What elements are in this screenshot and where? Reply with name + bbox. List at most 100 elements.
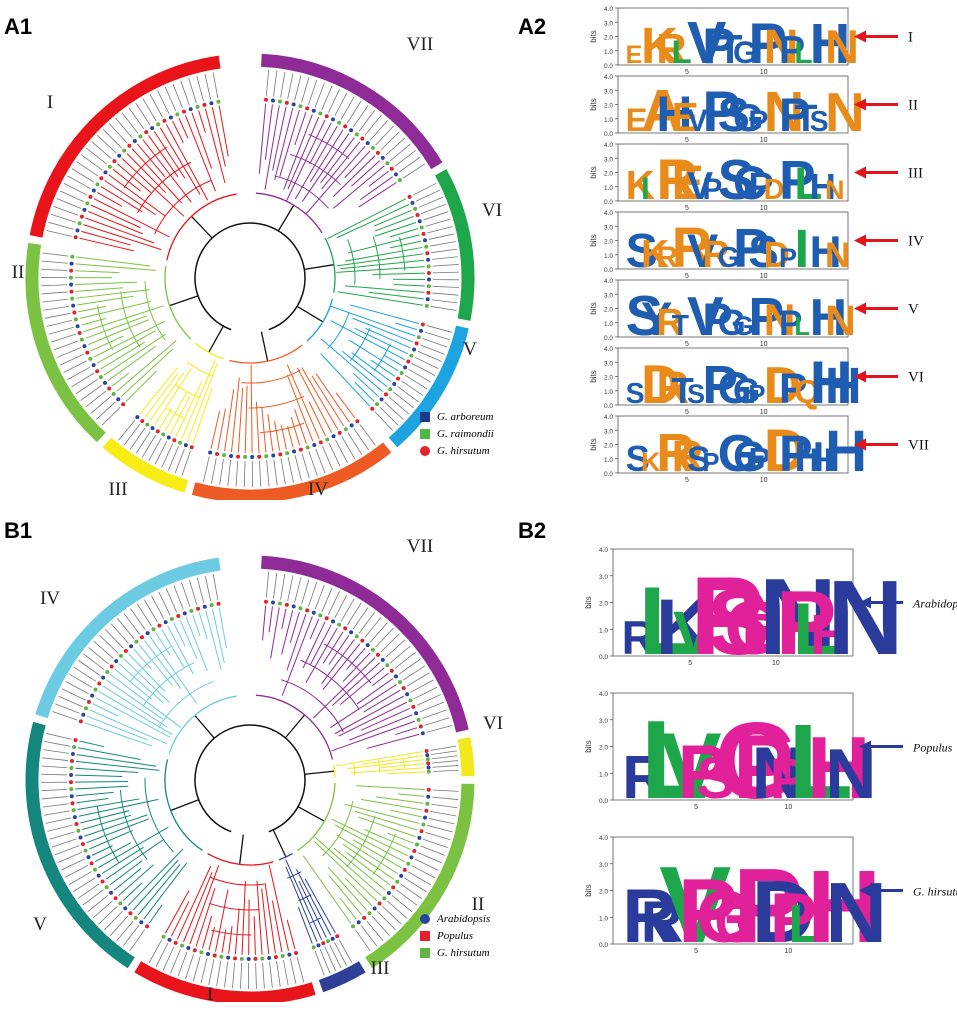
logo-letter: S	[626, 438, 650, 479]
logo-letter: K	[641, 233, 669, 276]
y-tick: 1.0	[599, 771, 608, 778]
logo-letter: N	[764, 296, 796, 345]
logo-letter: R	[672, 432, 704, 481]
y-tick: 2.0	[599, 601, 608, 608]
logo-letter: P	[702, 449, 719, 477]
logo-letter: T	[672, 370, 694, 411]
y-tick: 4.0	[604, 414, 613, 421]
clade-v: V	[25, 721, 203, 969]
y-tick: 3.0	[604, 428, 613, 435]
legend-label: Arabidopsis	[437, 912, 491, 925]
clade-ring-iii	[318, 961, 366, 993]
y-tick: 2.0	[604, 239, 613, 246]
clade-ii: II	[12, 242, 199, 443]
y-tick: 1.0	[604, 321, 613, 328]
logo-letter: G	[715, 700, 799, 821]
legend-label: G. arboreum	[437, 410, 494, 423]
logo-letter: D	[764, 234, 790, 275]
y-tick: 1.0	[604, 253, 613, 260]
panel-label-a1: A1	[4, 14, 33, 39]
logo-letter: P	[733, 717, 794, 818]
logo-row-label: G. hirsutum	[913, 885, 957, 899]
y-tick: 0.0	[604, 267, 613, 274]
logo-letter: P	[779, 304, 802, 343]
y-tick: 3.0	[604, 88, 613, 95]
y-tick: 4.0	[604, 74, 613, 81]
logo-letter: R	[622, 743, 666, 812]
logo-letter: G	[733, 35, 757, 70]
y-axis-label: bits	[590, 30, 598, 42]
logo-letter: P	[733, 847, 803, 965]
logo-letter: Q	[794, 374, 820, 411]
logo-letter: L	[794, 313, 810, 341]
legend-item: Arabidopsis	[420, 910, 490, 927]
logo-row-label: IV	[908, 234, 924, 250]
logo-letter: N	[825, 20, 859, 73]
logo-letter: L	[641, 698, 709, 822]
legend-label: G. raimondii	[437, 427, 494, 440]
logo-letter: P	[776, 573, 837, 674]
clade-label: III	[109, 479, 128, 500]
logo-row-label: Populus	[912, 741, 953, 755]
x-tick: 5	[694, 948, 698, 955]
clade-label: IV	[40, 588, 60, 609]
clade-vi: VI	[304, 169, 502, 321]
logo-letter: P	[779, 365, 808, 413]
logo-letter: P	[779, 29, 805, 72]
logo-letter: G	[733, 97, 763, 140]
logo-letter: R	[656, 241, 678, 274]
logo-letter: V	[673, 599, 714, 668]
x-tick: 5	[685, 69, 689, 76]
clade-ring-vii	[261, 53, 443, 170]
clade-ring-iii	[102, 437, 189, 493]
logo-letter: A	[641, 77, 684, 144]
x-tick: 5	[685, 205, 689, 212]
legend-swatch	[420, 428, 430, 439]
logo-letter: V	[687, 224, 719, 277]
clade-label: V	[33, 914, 47, 935]
logo-letter: I	[794, 220, 809, 279]
clade-ring-i	[29, 55, 221, 238]
logo-letter: P	[733, 217, 770, 279]
x-tick: 10	[772, 660, 780, 667]
logo-letter: L	[793, 587, 838, 670]
x-tick: 10	[760, 205, 768, 212]
clade-label: VI	[483, 713, 503, 734]
legend-swatch	[420, 930, 430, 941]
legend-item: Populus	[420, 927, 490, 944]
x-tick: 10	[760, 137, 768, 144]
logo-letter: P	[678, 861, 739, 962]
logo-letter: T	[672, 310, 690, 342]
y-tick: 3.0	[599, 718, 608, 725]
logo-letter: H	[810, 442, 833, 478]
legend-label: G. hirsutum	[437, 946, 490, 959]
logo-letter: S	[718, 148, 756, 211]
x-tick: 5	[685, 273, 689, 280]
logo-letter: H	[656, 86, 692, 142]
logo-letter: S	[626, 284, 664, 347]
y-tick: 2.0	[604, 443, 613, 450]
clade-vii: VII	[255, 34, 443, 234]
legend-swatch	[420, 411, 430, 422]
legend-label: Populus	[437, 929, 474, 942]
logo-letter: H	[810, 289, 848, 347]
logo-letter: L	[794, 37, 812, 70]
logo-letter: Y	[641, 292, 672, 345]
panel-label-a2: A2	[518, 14, 547, 39]
legend-swatch	[420, 947, 430, 958]
y-axis-label: bits	[585, 740, 593, 752]
logo-letter: H	[810, 349, 853, 416]
logo-letter: H	[810, 12, 851, 75]
logo-letter: G	[733, 310, 754, 341]
clade-iii: III	[272, 829, 389, 993]
logo-letter: P	[702, 294, 732, 345]
logo-letter: P	[770, 879, 817, 958]
logo-letter: P	[702, 356, 738, 415]
